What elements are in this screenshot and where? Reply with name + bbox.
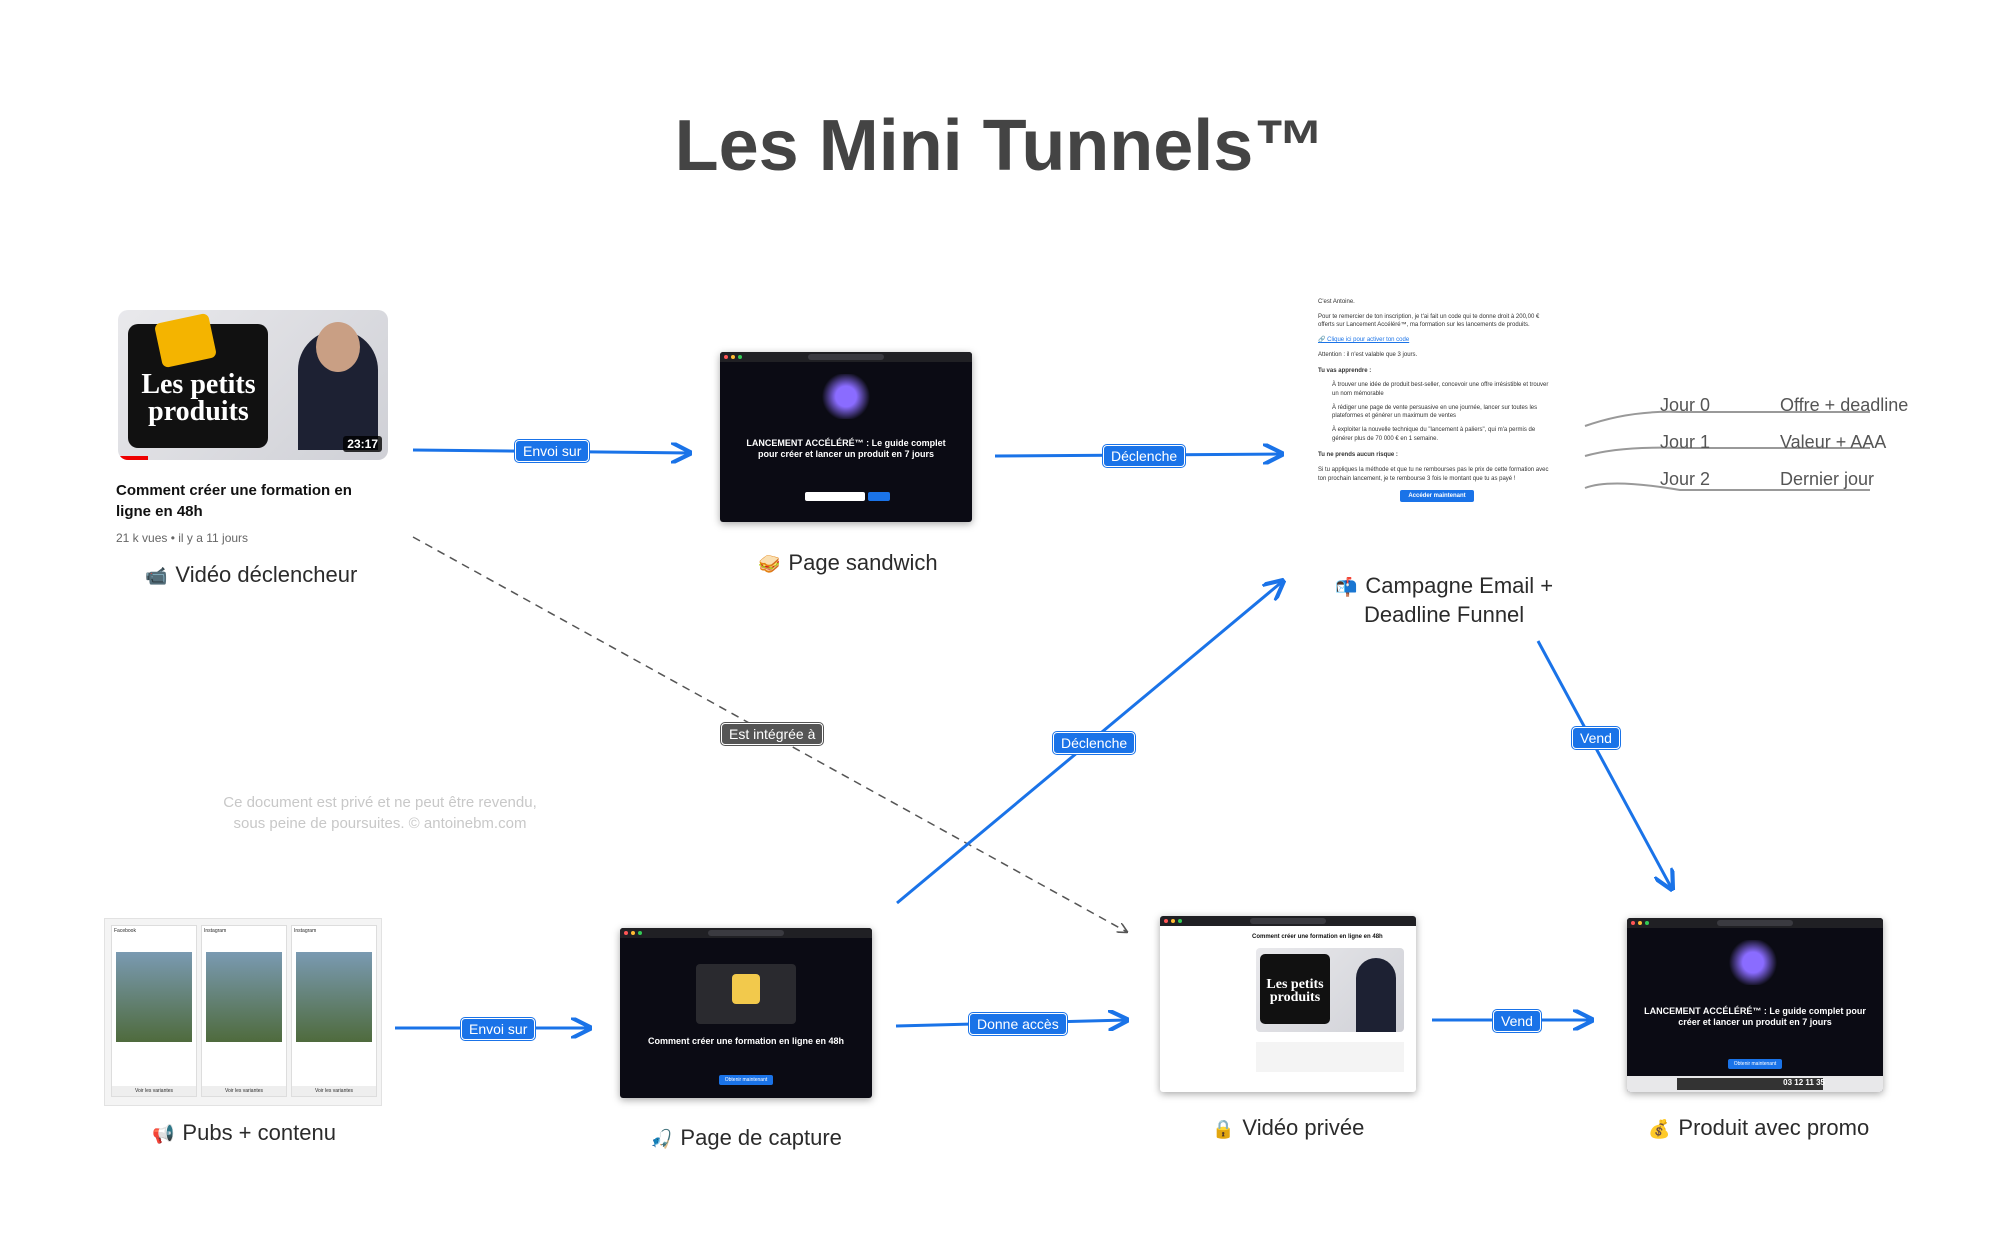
node-label-sandwich: 🥪Page sandwich — [758, 550, 938, 575]
product-page-screenshot: LANCEMENT ACCÉLÉRÉ™ : Le guide complet p… — [1627, 918, 1883, 1092]
ad-card: Instagram Voir les variantes — [291, 925, 377, 1097]
node-label-email: 📬Campagne Email + Deadline Funnel — [1335, 573, 1554, 627]
node-label-product: 💰Produit avec promo — [1648, 1115, 1870, 1140]
face-icon — [316, 322, 360, 372]
product-headline: LANCEMENT ACCÉLÉRÉ™ : Le guide complet p… — [1644, 1006, 1866, 1027]
browser-bar — [1627, 918, 1883, 928]
email-greeting: C'est Antoine. — [1318, 299, 1355, 305]
email-attention: Attention : il n'est valable que 3 jours… — [1318, 351, 1418, 358]
lock-icon: 🔒 — [1212, 1119, 1235, 1139]
schedule-day-0: Jour 0 — [1660, 395, 1711, 415]
edge-label-email-product: Vend — [1572, 727, 1620, 749]
edge-label-sandwich-email: Déclenche — [1103, 445, 1186, 467]
email-input — [805, 492, 865, 501]
node-label-private-video: 🔒Vidéo privée — [1212, 1115, 1365, 1140]
countdown-timer: 03 12 11 35 — [1783, 1078, 1825, 1087]
diagram-title: Les Mini Tunnels™ — [674, 106, 1326, 186]
duration-badge: 23:17 — [343, 436, 382, 452]
capture-page-screenshot: Comment créer une formation en ligne en … — [620, 928, 872, 1098]
email-risk-title: Tu ne prends aucun risque : — [1318, 452, 1398, 459]
email-learn-item: À rédiger une page de vente persuasive e… — [1332, 404, 1538, 420]
promo-footer: 03 12 11 35 — [1627, 1076, 1883, 1092]
sandwich-page-screenshot: LANCEMENT ACCÉLÉRÉ™ : Le guide complet p… — [720, 352, 972, 522]
video-meta: 21 k vues • il y a 11 jours — [116, 531, 249, 545]
video-thumbnail: Les petits produits 23:17 — [118, 310, 388, 460]
schedule-desc-1: Valeur + AAA — [1780, 432, 1887, 452]
edge-label-video-private: Est intégrée à — [721, 723, 824, 745]
capture-cta-button: Obtenir maintenant — [718, 1075, 774, 1085]
product-cta-button: Obtenir maintenant — [1727, 1059, 1783, 1069]
edge-label-video-sandwich: Envoi sur — [515, 440, 590, 462]
video-description — [1256, 1042, 1404, 1072]
video-title: Comment créer une formation en ligne en … — [116, 482, 352, 520]
node-label-pubs: 📢Pubs + contenu — [152, 1120, 336, 1145]
browser-bar — [1160, 916, 1416, 926]
email-learn-item: À exploiter la nouvelle technique du "la… — [1332, 426, 1536, 442]
schedule-desc-2: Dernier jour — [1780, 469, 1875, 489]
edge-label-private-product: Vend — [1493, 1010, 1541, 1032]
watermark: Ce document est privé et ne peut être re… — [223, 794, 537, 832]
edge-label-capture-email: Déclenche — [1053, 732, 1136, 754]
thumb-text: Les petits produits — [141, 369, 256, 427]
ad-variants-button: Voir les variantes — [112, 1086, 196, 1096]
capture-headline: Comment créer une formation en ligne en … — [647, 1036, 845, 1046]
schedule-day-1: Jour 1 — [1660, 432, 1711, 452]
edge-label-capture-private: Donne accès — [969, 1013, 1067, 1035]
email-paragraph: Pour te remercier de ton inscription, je… — [1318, 313, 1540, 329]
ad-image — [116, 952, 192, 1042]
email-cta-button: Accéder maintenant — [1400, 490, 1474, 503]
lock-icon — [732, 974, 760, 1004]
ad-variants-button: Voir les variantes — [292, 1086, 376, 1096]
ads-screenshot: Facebook Voir les variantes Instagram Vo… — [104, 918, 382, 1106]
sandwich-icon: 🥪 — [758, 554, 781, 574]
node-label-video-trigger: 📹Vidéo déclencheur — [145, 562, 358, 587]
node-label-capture: 🎣Page de capture — [650, 1125, 842, 1150]
email-learn-title: Tu vas apprendre : — [1318, 368, 1372, 375]
camera-icon: 📹 — [145, 566, 168, 586]
private-video-screenshot: Comment créer une formation en ligne en … — [1160, 916, 1416, 1092]
rocket-icon — [820, 374, 872, 419]
mailbox-icon: 📬 — [1335, 577, 1358, 597]
private-video-player: Les petits produits — [1256, 948, 1404, 1032]
ad-image — [206, 952, 282, 1042]
rocket-icon — [1727, 940, 1779, 985]
browser-bar — [720, 352, 972, 362]
ad-card: Instagram Voir les variantes — [201, 925, 287, 1097]
browser-bar — [620, 928, 872, 938]
person-icon — [1356, 958, 1396, 1032]
fishing-icon: 🎣 — [650, 1129, 673, 1149]
arrow-email-product — [1536, 640, 1672, 889]
email-learn-item: À trouver une idée de produit best-selle… — [1332, 382, 1549, 397]
sandwich-headline: LANCEMENT ACCÉLÉRÉ™ : Le guide complet p… — [746, 438, 946, 459]
email-risk: Si tu appliques la méthode et que tu ne … — [1318, 466, 1549, 482]
private-video-title: Comment créer une formation en ligne en … — [1252, 934, 1383, 940]
megaphone-icon: 📢 — [152, 1124, 175, 1144]
promo-banner — [1677, 1078, 1823, 1090]
schedule-desc-0: Offre + deadline — [1780, 395, 1909, 415]
money-bag-icon: 💰 — [1648, 1119, 1671, 1139]
progress-bar — [118, 456, 148, 460]
submit-button — [868, 492, 890, 501]
edge-label-pubs-capture: Envoi sur — [461, 1018, 536, 1040]
ad-card: Facebook Voir les variantes — [111, 925, 197, 1097]
ad-variants-button: Voir les variantes — [202, 1086, 286, 1096]
ad-image — [296, 952, 372, 1042]
schedule-day-2: Jour 2 — [1660, 469, 1711, 489]
email-preview: C'est Antoine. Pour te remercier de ton … — [1318, 298, 1556, 503]
email-link: 🔗 Clique ici pour activer ton code — [1318, 337, 1410, 344]
